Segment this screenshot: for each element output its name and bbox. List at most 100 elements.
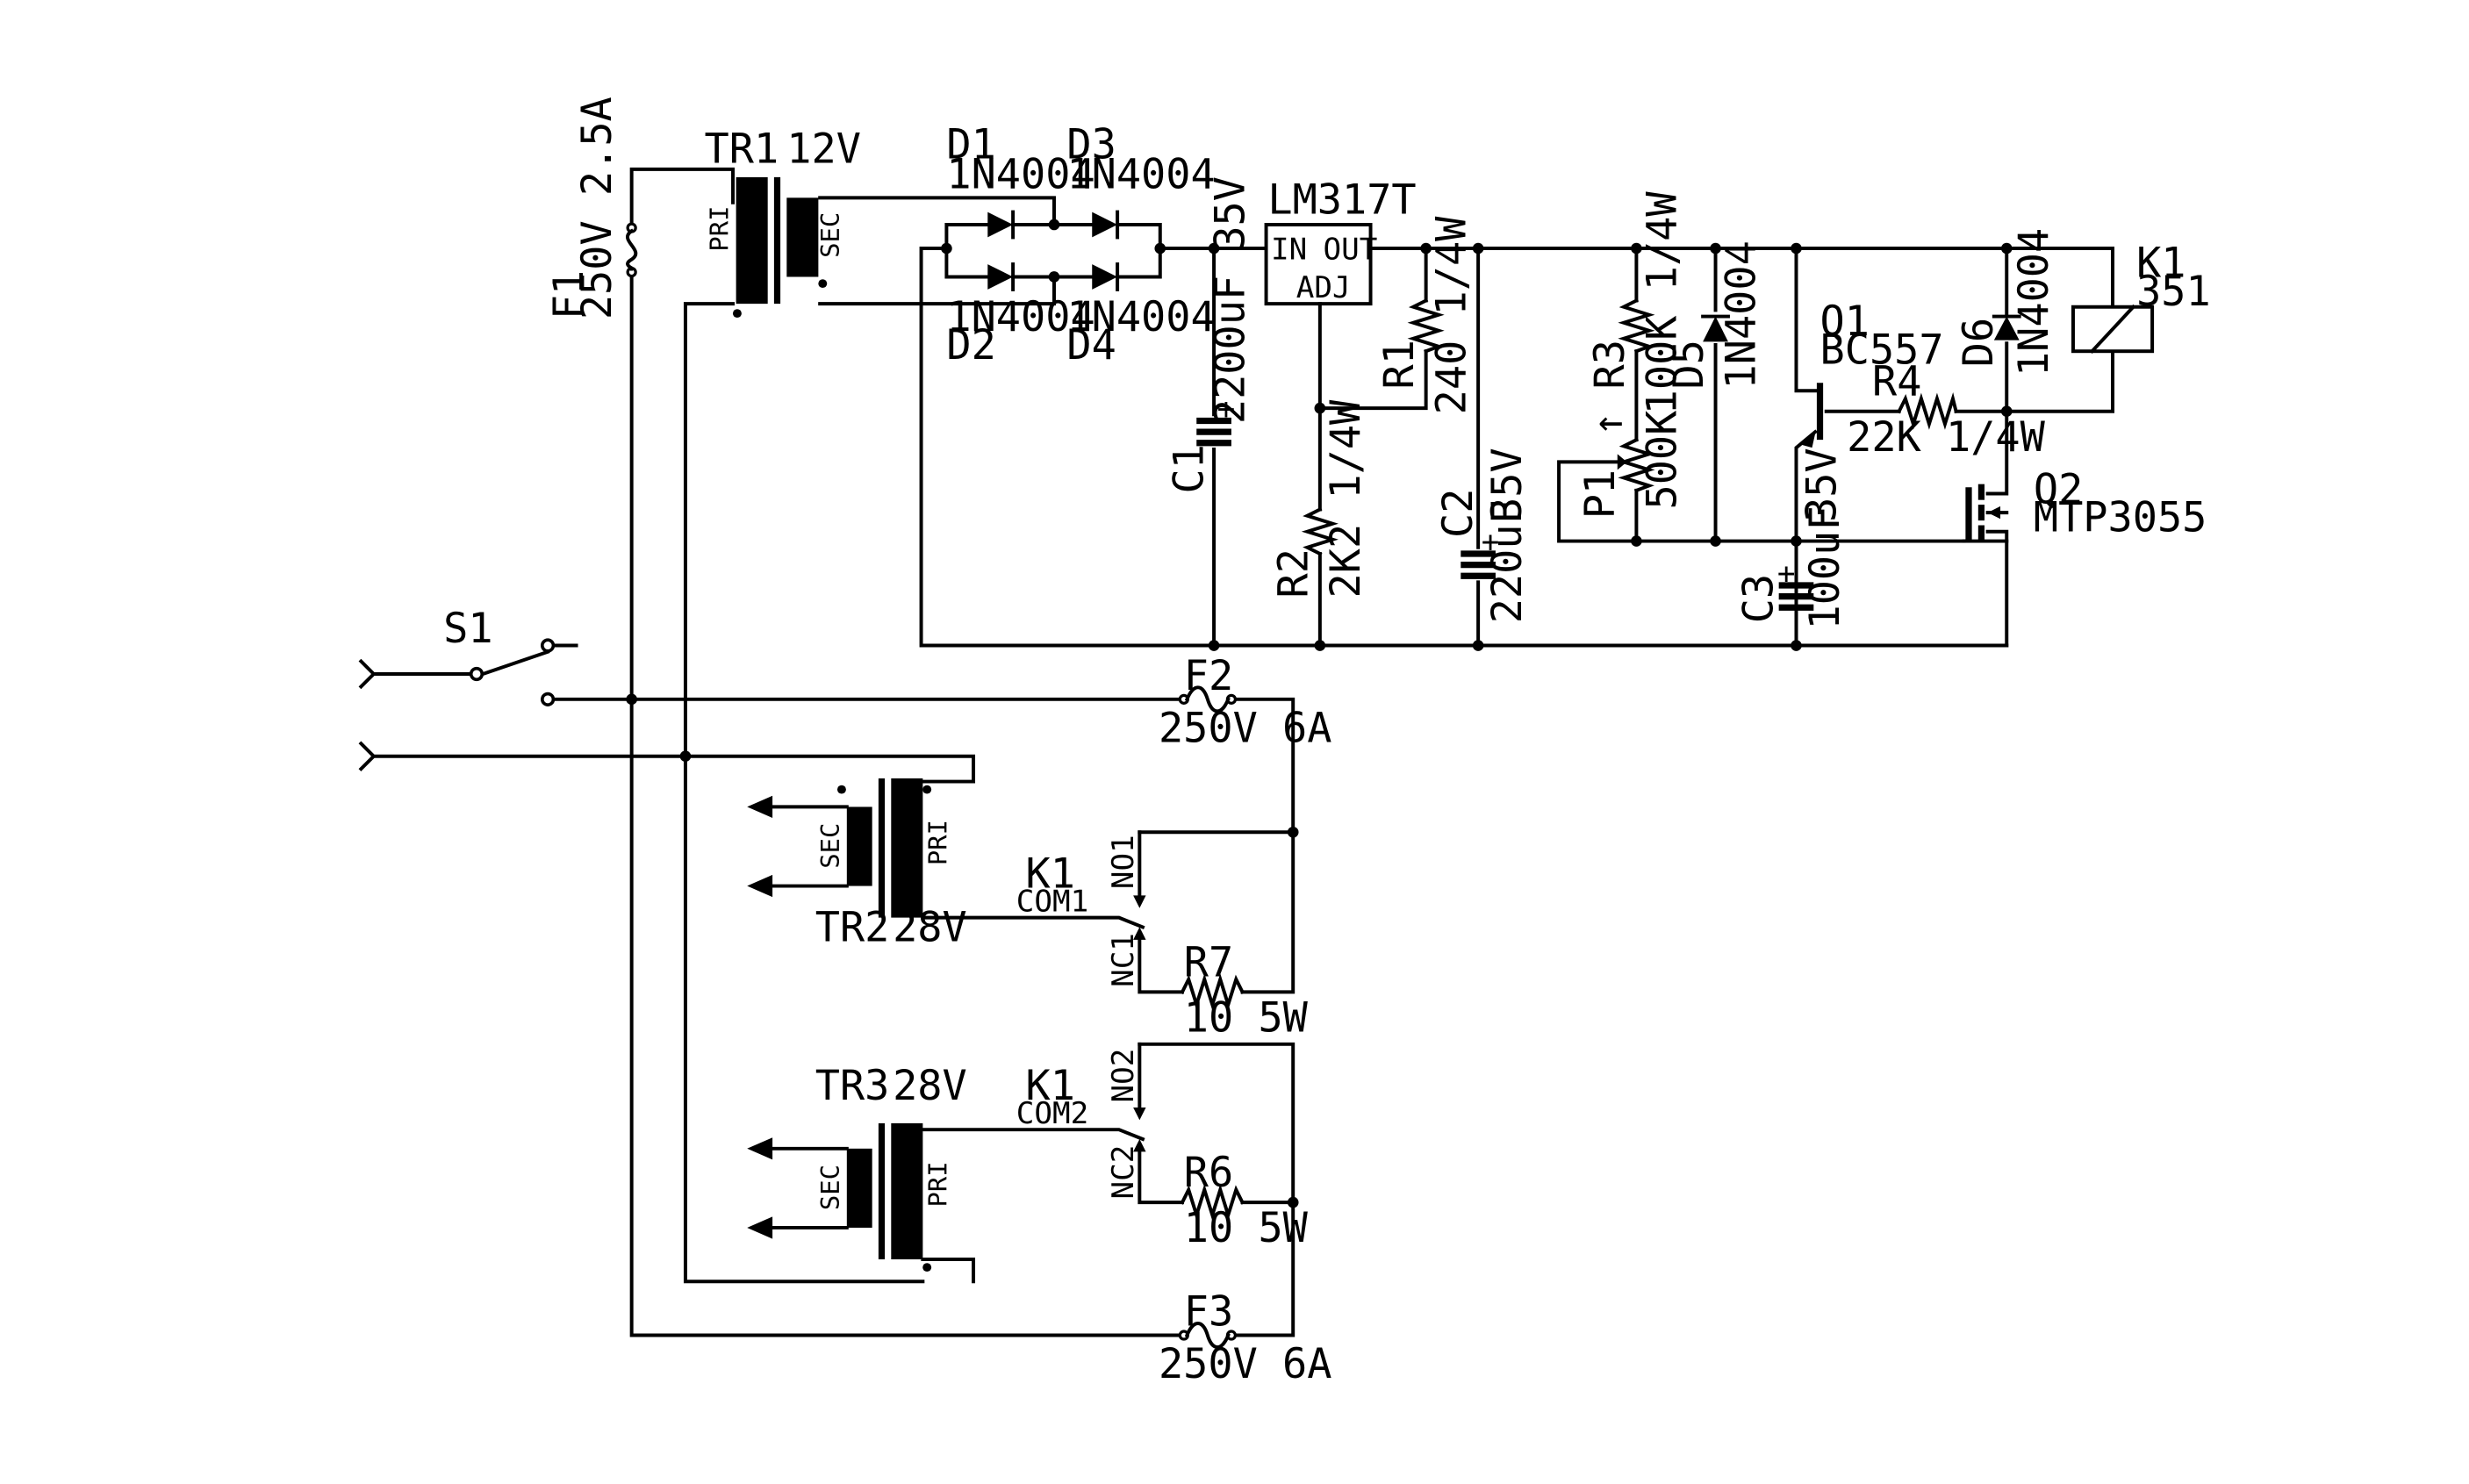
transistor-q1: Q1 BC557 35V	[1798, 298, 1944, 522]
lm317-adj: ADJ	[1296, 270, 1351, 305]
tr3-voltage: 28V	[893, 1062, 967, 1110]
tr2-voltage: 28V	[893, 904, 967, 952]
junction-dots	[626, 219, 2013, 1208]
d5-type: 1N4004	[1718, 240, 1766, 389]
r7-label: R7	[1184, 938, 1233, 986]
transformer-tr1: PRI SEC • • TR1 12V	[705, 125, 861, 333]
nc1-label: NC1	[1106, 933, 1141, 987]
r2-label: R2	[1269, 548, 1317, 598]
f3-label: F3	[1184, 1288, 1233, 1337]
c1-plus: +	[1217, 392, 1236, 427]
d2-label: D2	[946, 321, 995, 369]
transformer-tr2: SEC PRI • • TR2 28V	[747, 773, 967, 952]
r4-value: 22K 1/4W	[1847, 413, 2045, 462]
tr1-sec-label: SEC	[815, 212, 845, 258]
k1b-label: K1	[1026, 1062, 1075, 1110]
c3-label: C3	[1734, 574, 1783, 623]
resistor-r7: R7 10 5W	[1180, 938, 1309, 1042]
relay-coil-k1: K1 351	[2071, 239, 2211, 355]
regulator-lm317t: LM317T IN OUT ADJ	[1264, 176, 1417, 306]
f2-rating: 250V 6A	[1159, 705, 1331, 753]
d3-label: D3	[1066, 120, 1116, 168]
no2-label: NO2	[1106, 1049, 1141, 1103]
tr1-dot-pri: •	[728, 298, 747, 333]
k1-label: K1	[2136, 239, 2185, 287]
c2-value: 220uF	[1483, 499, 1532, 623]
relay-contact-k1-1: K1 COM1 NO1 NC1	[1016, 835, 1146, 987]
d6-label: D6	[1955, 318, 2003, 367]
diode-d5: D5 1N4004	[1665, 240, 1765, 389]
r6-value: 10 5W	[1184, 1204, 1309, 1252]
c2-plus: +	[1482, 525, 1500, 560]
tr1-dot-sec: •	[814, 267, 832, 302]
f3-rating: 250V 6A	[1159, 1340, 1331, 1388]
k1a-label: K1	[1026, 850, 1075, 898]
diode-d6: D6 1N4004	[1955, 228, 2058, 376]
fuse-f2: F2 250V 6A	[1159, 652, 1331, 752]
q2-type: MTP3055	[2034, 494, 2207, 542]
tr1-pri-label: PRI	[705, 206, 735, 252]
potentiometer-p1: ← P1 500K	[1576, 398, 1686, 520]
resistor-r6: R6 10 5W	[1180, 1149, 1309, 1252]
k1-type: 351	[2136, 268, 2211, 316]
d3-type: 1N4004	[1066, 151, 1215, 199]
r1-value: 240 1/4W	[1428, 216, 1476, 414]
no1-label: NO1	[1106, 835, 1141, 889]
p1-value: 500K	[1638, 410, 1686, 510]
c2-voltage: 35V	[1483, 448, 1532, 522]
r1-label: R1	[1375, 340, 1424, 389]
resistor-r1: R1 240 1/4W	[1375, 216, 1475, 414]
tr2-dot-pri: •	[918, 773, 937, 808]
r4-label: R4	[1872, 358, 1921, 406]
tr1-label: TR1	[705, 125, 779, 174]
transformer-tr3: SEC PRI • TR3 28V	[747, 1062, 976, 1287]
switch-s1: S1	[443, 605, 556, 706]
capacitor-c1: + C1 2200uF 35V	[1165, 176, 1254, 493]
d1-type: 1N4004	[946, 151, 1095, 199]
c3-plus: +	[1777, 556, 1796, 591]
lm317-label: LM317T	[1267, 176, 1416, 224]
p1-arrow: ←	[1598, 398, 1623, 446]
wires	[358, 167, 2115, 1337]
lm317-in: IN	[1271, 233, 1307, 268]
resistor-r2: R2 2K2 1/4W	[1269, 399, 1369, 598]
q2-label: Q2	[2034, 465, 2083, 513]
tr3-sec-label: SEC	[815, 1165, 845, 1210]
p1-label: P1	[1576, 470, 1625, 519]
tr2-sec-label: SEC	[815, 823, 845, 869]
d2-type: 1N4004	[946, 293, 1095, 341]
r7-value: 10 5W	[1184, 993, 1309, 1042]
q1-type: BC557	[1820, 326, 1944, 375]
f1-label: F1	[545, 270, 593, 319]
r3-label: R3	[1586, 340, 1634, 389]
r6-label: R6	[1184, 1149, 1233, 1197]
bridge-rectifier: D1 1N4004 D3 1N4004 1N4004 D2 1N4004 D4	[946, 120, 1215, 369]
c1-value: 2200uF 35V	[1206, 176, 1254, 424]
tr2-label: TR2	[815, 904, 890, 952]
relay-contact-k1-2: K1 COM2 NO2 NC2	[1016, 1049, 1146, 1200]
f2-label: F2	[1184, 652, 1233, 700]
tr2-dot-sec: •	[833, 773, 851, 808]
c3-value: 100uF	[1801, 505, 1849, 629]
com2-label: COM2	[1016, 1096, 1088, 1131]
tr3-pri-label: PRI	[922, 1161, 952, 1207]
c2-label: C2	[1434, 489, 1482, 538]
d6-type: 1N4004	[2010, 228, 2058, 376]
c1-label: C1	[1165, 444, 1213, 493]
capacitor-c3: + C3 100uF	[1734, 505, 1849, 629]
mosfet-q2: Q2 MTP3055	[1965, 465, 2207, 542]
fuse-f3: F3 250V 6A	[1159, 1288, 1331, 1388]
capacitor-c2: + C2 35V 220uF	[1434, 448, 1532, 623]
r2-value: 2K2 1/4W	[1322, 399, 1370, 598]
r3-value: 100K 1/4W	[1638, 191, 1686, 415]
tr3-dot-pri: •	[918, 1251, 937, 1287]
d5-label: D5	[1665, 340, 1713, 389]
lm317-out: OUT	[1323, 233, 1377, 268]
s1-label: S1	[443, 605, 492, 653]
c3-voltage: 35V	[1798, 448, 1847, 522]
com1-label: COM1	[1016, 884, 1088, 919]
d1-label: D1	[946, 120, 995, 168]
fuse-f1: F1 250V 2.5A	[545, 97, 638, 319]
q1-label: Q1	[1820, 298, 1870, 346]
